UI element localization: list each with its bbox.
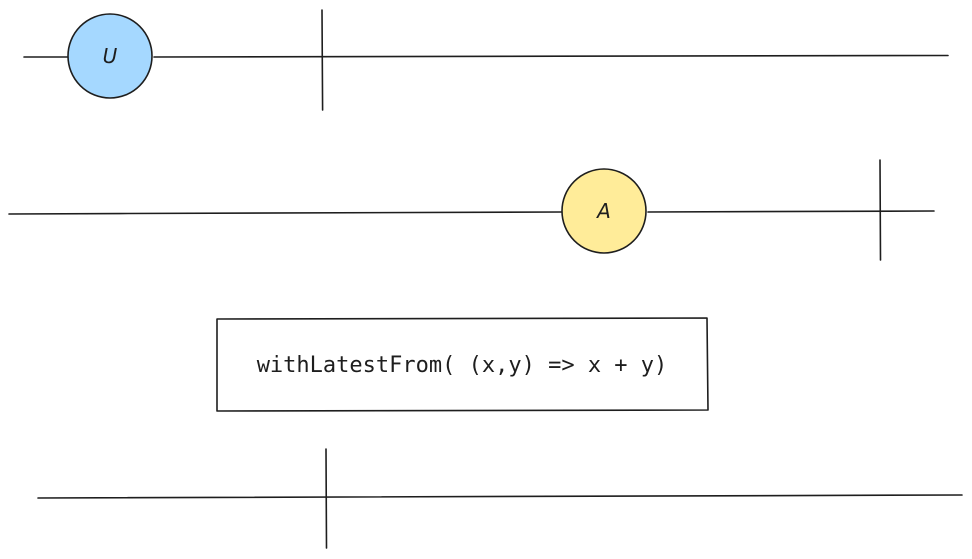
timeline-line [8, 210, 935, 215]
operator-box: withLatestFrom( (x,y) => x + y) [216, 317, 709, 412]
timeline-line [37, 494, 963, 499]
marble-label: U [103, 44, 118, 68]
marble-u: U [67, 13, 153, 99]
operator-label: withLatestFrom( (x,y) => x + y) [257, 353, 668, 378]
complete-marker [325, 448, 328, 549]
complete-marker [879, 159, 882, 261]
marble-circle [67, 13, 153, 99]
marble-circle [561, 168, 647, 254]
source-stream-2: A [8, 159, 935, 261]
operator-border [216, 317, 709, 412]
marble-label: A [595, 199, 611, 223]
result-stream [37, 448, 963, 549]
marble-a: A [561, 168, 647, 254]
complete-marker [321, 9, 324, 111]
source-stream-1: U [23, 9, 949, 111]
timeline-line [23, 54, 949, 58]
